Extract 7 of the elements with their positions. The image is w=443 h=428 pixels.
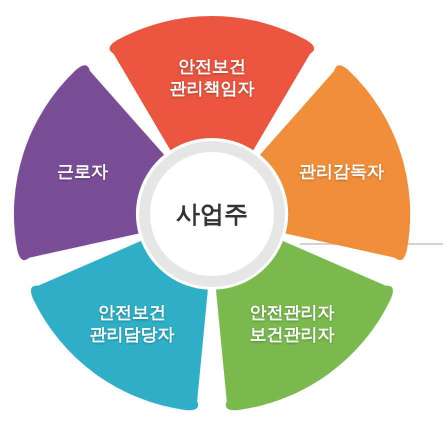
segment-label: 근로자: [56, 160, 110, 184]
center-circle: [150, 152, 274, 276]
segment-label: 안전보건 관리책임자: [168, 56, 256, 100]
segment-label: 안전관리자 보건관리자: [248, 302, 336, 346]
segment-label: 안전보건 관리담당자: [88, 302, 176, 346]
center-label: 사업주: [176, 199, 248, 230]
segment-label: 관리감독자: [298, 160, 385, 184]
